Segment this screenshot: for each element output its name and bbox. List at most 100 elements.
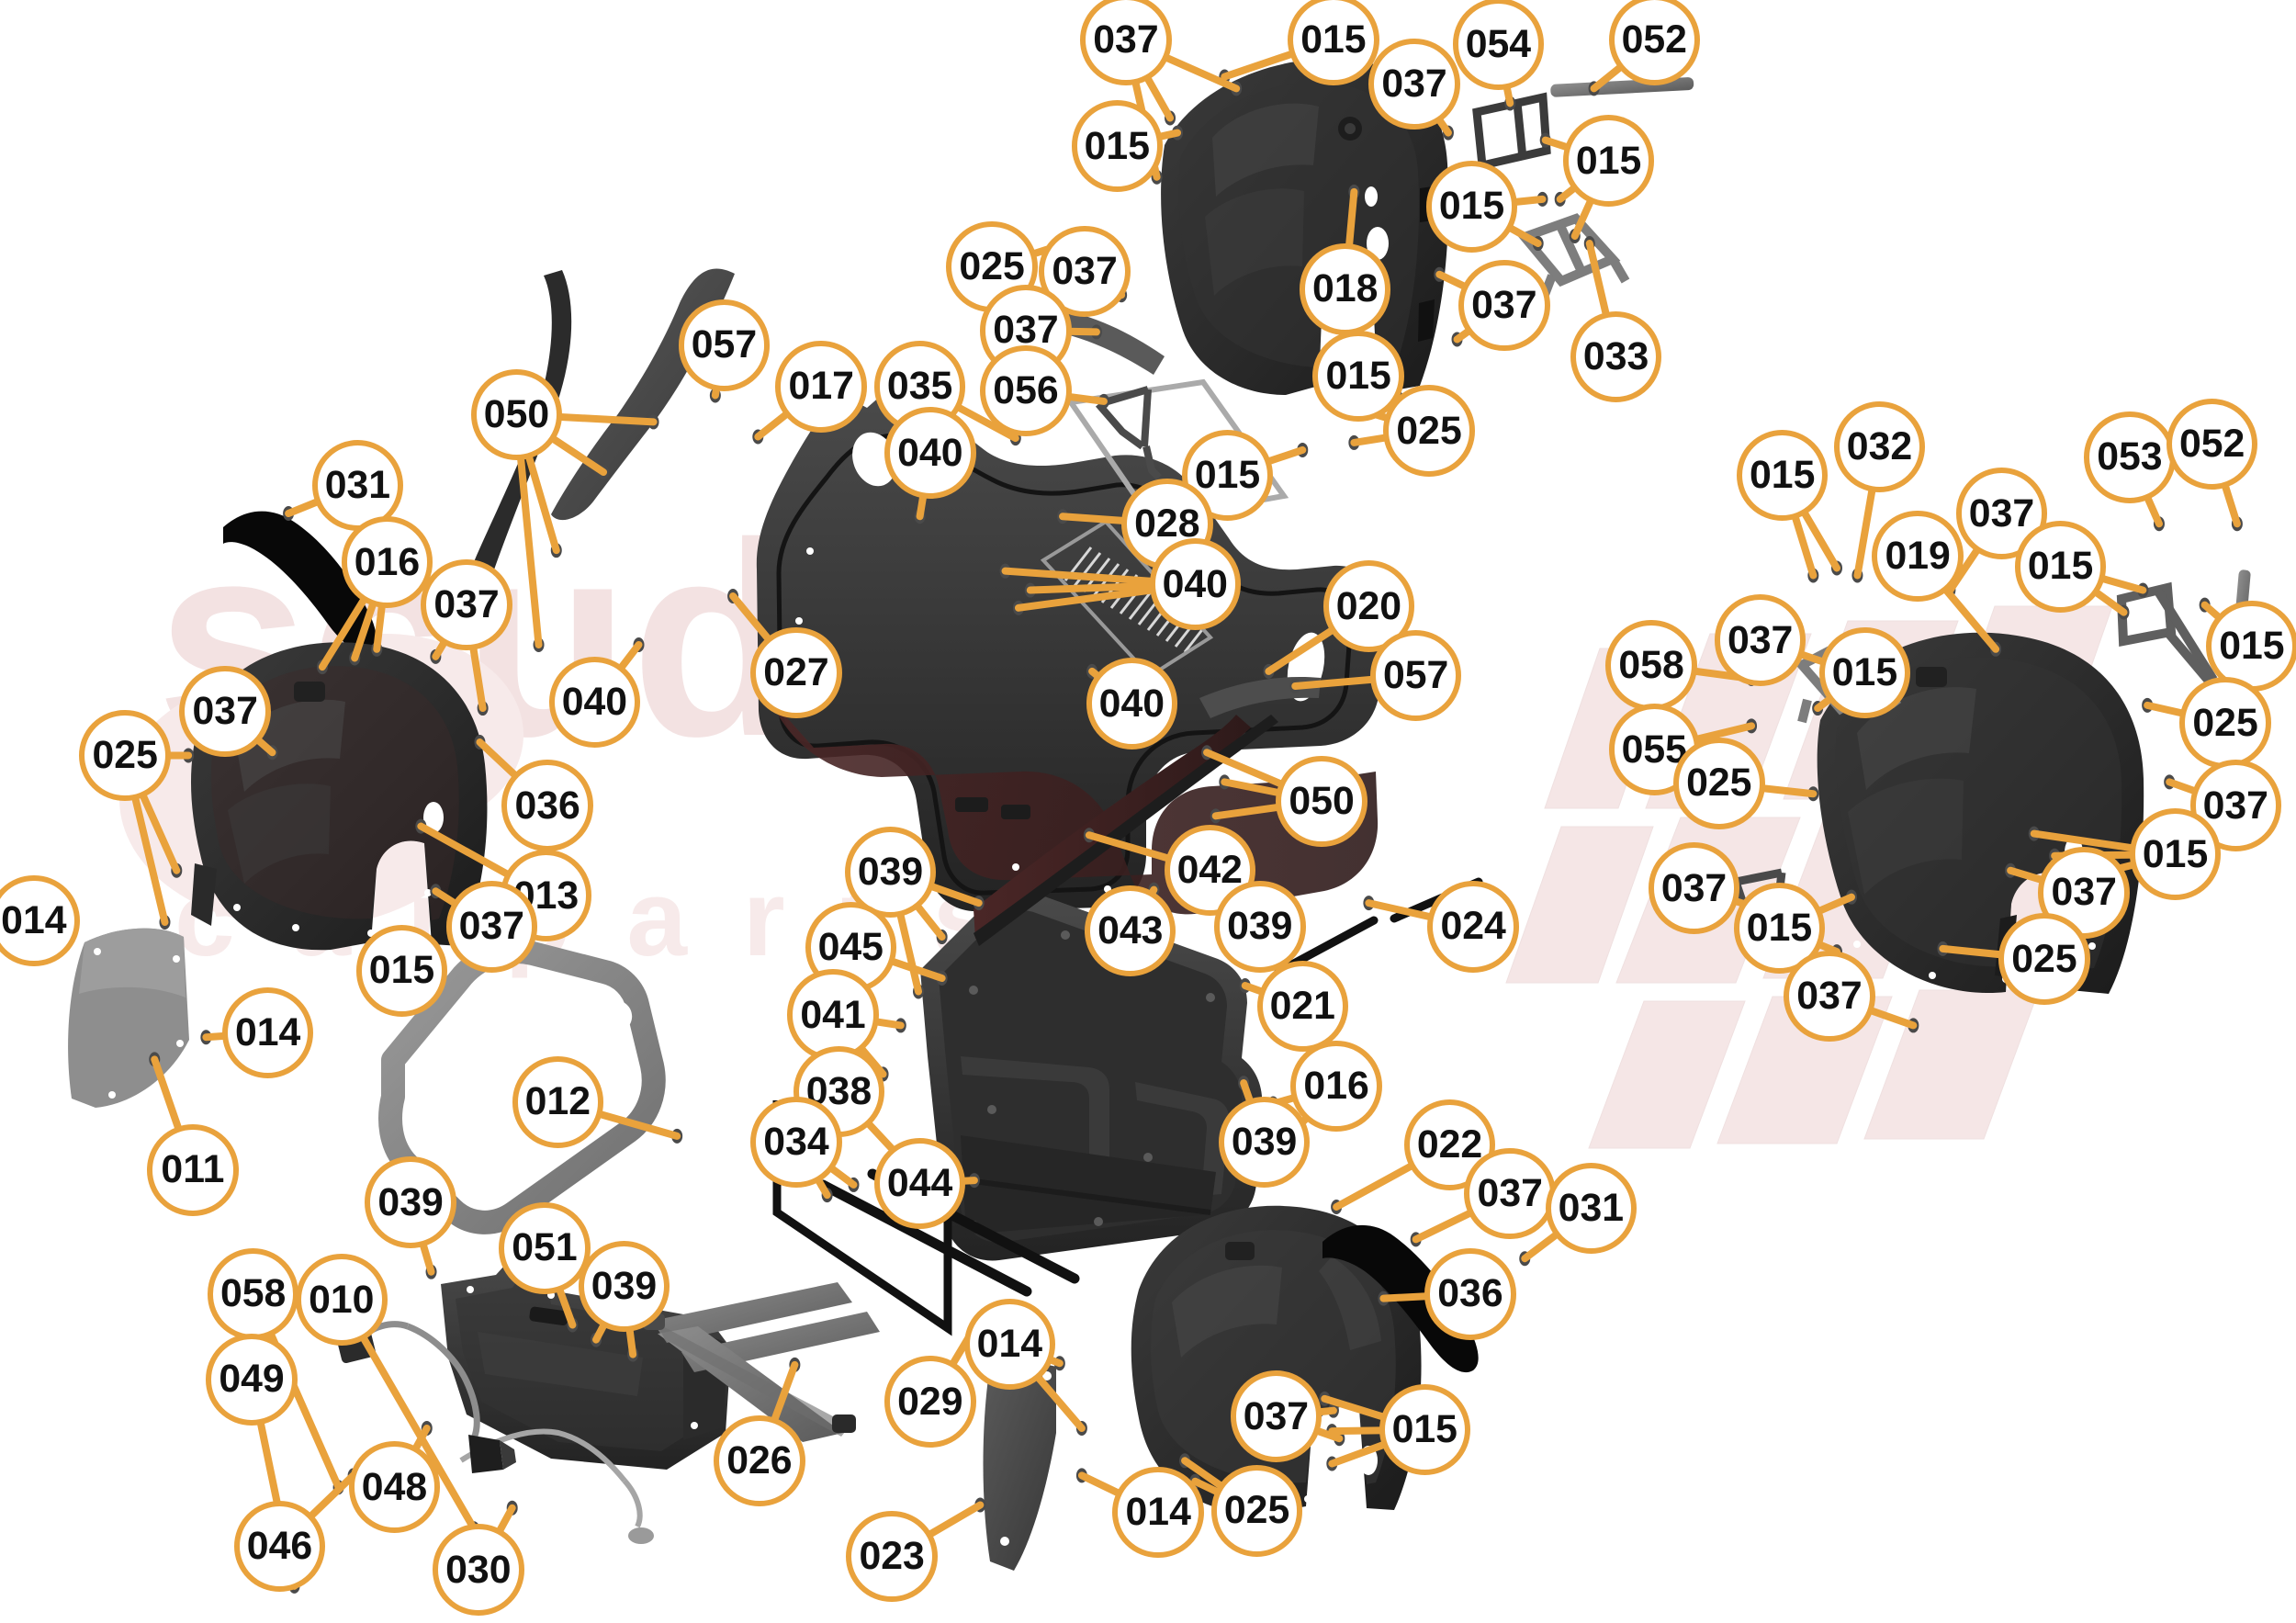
callout-040-c34[interactable]: 040 [1149, 538, 1241, 630]
callout-015-c37[interactable]: 015 [2206, 600, 2296, 693]
callout-037-c10[interactable]: 037 [1039, 225, 1131, 318]
callout-011-c79[interactable]: 011 [147, 1124, 239, 1216]
callout-039-c82[interactable]: 039 [365, 1156, 456, 1248]
callout-037-c80[interactable]: 037 [1464, 1147, 1556, 1240]
callout-040-c22[interactable]: 040 [884, 407, 976, 499]
callout-036-c49[interactable]: 036 [501, 760, 593, 851]
callout-040-c44[interactable]: 040 [1086, 658, 1178, 750]
callout-015-c66[interactable]: 015 [355, 925, 448, 1017]
callout-037-c58[interactable]: 037 [1648, 842, 1740, 934]
callout-027-c42[interactable]: 027 [750, 626, 842, 719]
callout-012-c74[interactable]: 012 [512, 1056, 604, 1148]
callout-037-c1[interactable]: 037 [1080, 0, 1172, 86]
callout-039-c75[interactable]: 039 [1218, 1096, 1311, 1189]
callout-015-c6[interactable]: 015 [1071, 100, 1164, 192]
callout-048-c94[interactable]: 048 [348, 1441, 441, 1533]
callout-015-c28[interactable]: 015 [1736, 429, 1829, 521]
callout-046-c97[interactable]: 046 [233, 1500, 326, 1593]
fastener-icon [2005, 862, 2017, 878]
fastener-icon [974, 1497, 986, 1513]
callout-052-c27[interactable]: 052 [2166, 398, 2258, 490]
callout-037-c57[interactable]: 037 [445, 881, 537, 973]
callout-043-c60[interactable]: 043 [1085, 885, 1176, 977]
callout-050-c20[interactable]: 050 [470, 368, 563, 461]
callout-010-c86[interactable]: 010 [296, 1254, 388, 1346]
callout-025-c51[interactable]: 025 [1673, 738, 1765, 829]
callout-016-c72[interactable]: 016 [1290, 1040, 1382, 1132]
callout-014-c96[interactable]: 014 [1112, 1466, 1204, 1559]
callout-025-c46[interactable]: 025 [79, 709, 171, 802]
callout-039-c61[interactable]: 039 [1214, 881, 1306, 973]
callout-058-c39[interactable]: 058 [1605, 619, 1697, 712]
fastener-icon [1024, 582, 1036, 598]
callout-050-c50[interactable]: 050 [1276, 755, 1367, 847]
callout-040-c41[interactable]: 040 [548, 656, 641, 749]
callout-014-c65[interactable]: 014 [0, 874, 80, 967]
callout-033-c14[interactable]: 033 [1570, 311, 1662, 403]
callout-037-c91[interactable]: 037 [1230, 1370, 1322, 1462]
callout-025-c9[interactable]: 025 [946, 221, 1038, 313]
fastener-icon [973, 896, 985, 911]
callout-019-c32[interactable]: 019 [1872, 510, 1964, 603]
callout-023-c99[interactable]: 023 [846, 1510, 938, 1603]
callout-054-c3[interactable]: 054 [1452, 0, 1545, 90]
callout-025-c48[interactable]: 025 [2179, 677, 2271, 769]
callout-021-c68[interactable]: 021 [1256, 960, 1348, 1053]
callout-057-c43[interactable]: 057 [1369, 629, 1462, 722]
callout-051-c83[interactable]: 051 [499, 1202, 591, 1294]
callout-015-c33[interactable]: 015 [2014, 521, 2107, 613]
callout-045-c63[interactable]: 045 [805, 901, 896, 994]
fastener-icon [1238, 1076, 1250, 1091]
fastener-icon [914, 509, 926, 524]
callout-057-c15[interactable]: 057 [678, 299, 771, 391]
callout-015-c54[interactable]: 015 [2129, 808, 2222, 900]
fastener-icon [2164, 774, 2176, 790]
callout-053-c26[interactable]: 053 [2084, 411, 2176, 503]
callout-015-c7[interactable]: 015 [1562, 115, 1655, 207]
callout-015-c2[interactable]: 015 [1288, 0, 1379, 86]
callout-016-c31[interactable]: 016 [341, 516, 433, 608]
callout-037-c70[interactable]: 037 [1784, 950, 1875, 1043]
callout-037-c45[interactable]: 037 [179, 665, 271, 757]
callout-025-c95[interactable]: 025 [1210, 1465, 1303, 1557]
callout-030-c98[interactable]: 030 [433, 1524, 524, 1616]
callout-037-c35[interactable]: 037 [421, 558, 512, 651]
fastener-icon [550, 543, 562, 558]
callout-031-c24[interactable]: 031 [311, 439, 404, 532]
callout-015-c23[interactable]: 015 [1181, 429, 1274, 521]
callout-034-c77[interactable]: 034 [750, 1096, 842, 1189]
callout-015-c40[interactable]: 015 [1818, 626, 1911, 719]
callout-041-c69[interactable]: 041 [787, 969, 879, 1061]
callout-015-c8[interactable]: 015 [1425, 161, 1518, 253]
callout-039-c84[interactable]: 039 [578, 1241, 670, 1333]
callout-058-c85[interactable]: 058 [207, 1248, 299, 1340]
callout-044-c78[interactable]: 044 [873, 1137, 966, 1230]
callout-026-c93[interactable]: 026 [714, 1414, 805, 1507]
callout-014-c71[interactable]: 014 [221, 986, 314, 1079]
callout-032-c25[interactable]: 032 [1833, 400, 1926, 493]
callout-014-c88[interactable]: 014 [963, 1298, 1056, 1391]
callout-049-c90[interactable]: 049 [206, 1334, 298, 1426]
fastener-icon [789, 1357, 801, 1372]
callout-018-c11[interactable]: 018 [1300, 243, 1391, 335]
callout-037-c5[interactable]: 037 [1368, 38, 1460, 130]
callout-042-c56[interactable]: 042 [1164, 825, 1256, 917]
fastener-icon [1569, 229, 1581, 244]
callout-031-c81[interactable]: 031 [1545, 1162, 1638, 1255]
fastener-icon [1179, 1453, 1191, 1469]
callout-024-c62[interactable]: 024 [1427, 881, 1519, 973]
callout-037-c12[interactable]: 037 [1458, 259, 1550, 352]
fastener-icon [1451, 332, 1463, 347]
callout-015-c64[interactable]: 015 [1733, 882, 1826, 975]
callout-025-c67[interactable]: 025 [1998, 913, 2090, 1005]
callout-029-c89[interactable]: 029 [884, 1356, 976, 1448]
callout-037-c38[interactable]: 037 [1714, 594, 1806, 686]
callout-036-c87[interactable]: 036 [1424, 1248, 1516, 1340]
callout-017-c17[interactable]: 017 [775, 341, 867, 433]
callout-015-c92[interactable]: 015 [1379, 1383, 1470, 1476]
callout-037-c52[interactable]: 037 [2189, 760, 2282, 851]
fastener-icon [149, 1052, 161, 1067]
callout-056-c19[interactable]: 056 [980, 344, 1072, 437]
callout-025-c21[interactable]: 025 [1383, 385, 1475, 477]
callout-052-c4[interactable]: 052 [1608, 0, 1700, 86]
